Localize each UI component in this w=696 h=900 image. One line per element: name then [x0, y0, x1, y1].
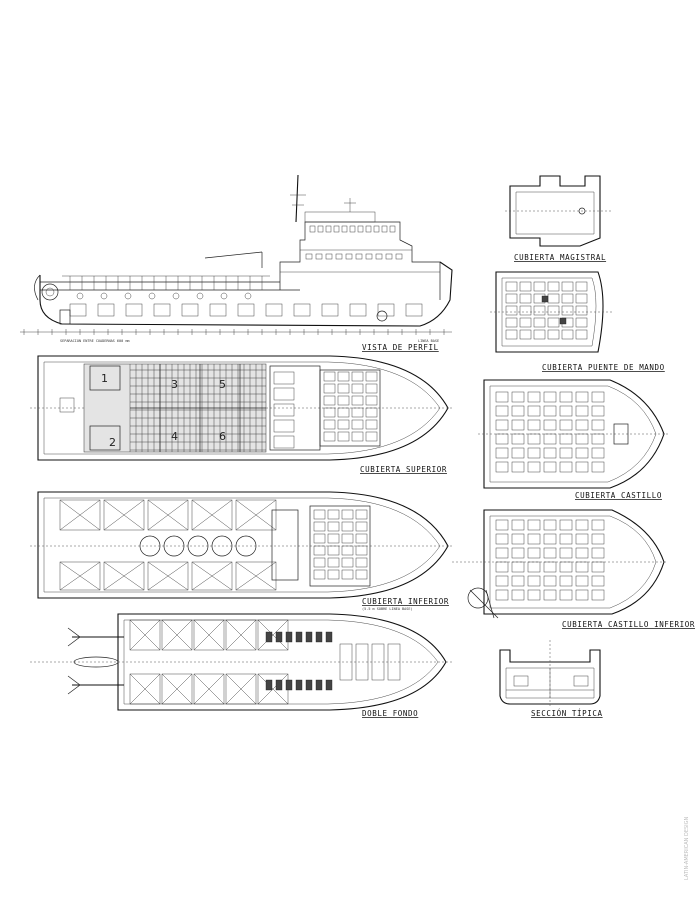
typical-section-drawing: SECCIÓN TÍPICA — [499, 640, 603, 718]
hold-number-6: 6 — [219, 430, 226, 443]
forecastle-deck-label: CUBIERTA CASTILLO — [575, 491, 662, 500]
typical-section-label: SECCIÓN TÍPICA — [531, 709, 603, 718]
hold-number-2: 2 — [109, 436, 116, 449]
lower-forecastle-deck-label: CUBIERTA CASTILLO INFERIOR — [562, 620, 695, 629]
svg-text:SEPARACION ENTRE CUADERNAS 600: SEPARACION ENTRE CUADERNAS 600 mm — [60, 339, 130, 343]
bridge-deck-label: CUBIERTA PUENTE DE MANDO — [542, 363, 665, 372]
lower-deck-label: CUBIERTA INFERIOR — [362, 597, 449, 606]
hold-number-5: 5 — [219, 378, 226, 391]
profile-view-label: VISTA DE PERFIL — [362, 343, 439, 352]
midship-deck-plan: CUBIERTA MAGISTRAL — [505, 175, 612, 262]
upper-deck-plan: 1 2 3 4 5 6 CUBIERTA SUPERIOR — [30, 355, 452, 474]
lower-forecastle-deck-plan: CUBIERTA CASTILLO INFERIOR — [452, 509, 695, 629]
hold-number-4: 4 — [171, 430, 178, 443]
hold-number-3: 3 — [171, 378, 178, 391]
double-bottom-label: DOBLE FONDO — [362, 709, 418, 718]
midship-deck-label: CUBIERTA MAGISTRAL — [514, 253, 606, 262]
forecastle-deck-plan: CUBIERTA CASTILLO — [478, 379, 668, 500]
bridge-deck-plan: CUBIERTA PUENTE DE MANDO — [490, 271, 665, 372]
lower-deck-plan: CUBIERTA INFERIOR (5.5 m SOBRE LINEA BAS… — [30, 491, 452, 611]
svg-text:(5.5 m SOBRE LINEA BASE): (5.5 m SOBRE LINEA BASE) — [362, 607, 413, 611]
profile-view: SEPARACION ENTRE CUADERNAS 600 mm LINEA … — [20, 174, 453, 352]
watermark: LATIN-AMERICAN DESIGN — [684, 816, 690, 880]
svg-text:LINEA BASE: LINEA BASE — [418, 339, 439, 343]
double-bottom-plan: DOBLE FONDO — [30, 613, 452, 718]
upper-deck-label: CUBIERTA SUPERIOR — [360, 465, 447, 474]
hold-number-1: 1 — [101, 372, 108, 385]
